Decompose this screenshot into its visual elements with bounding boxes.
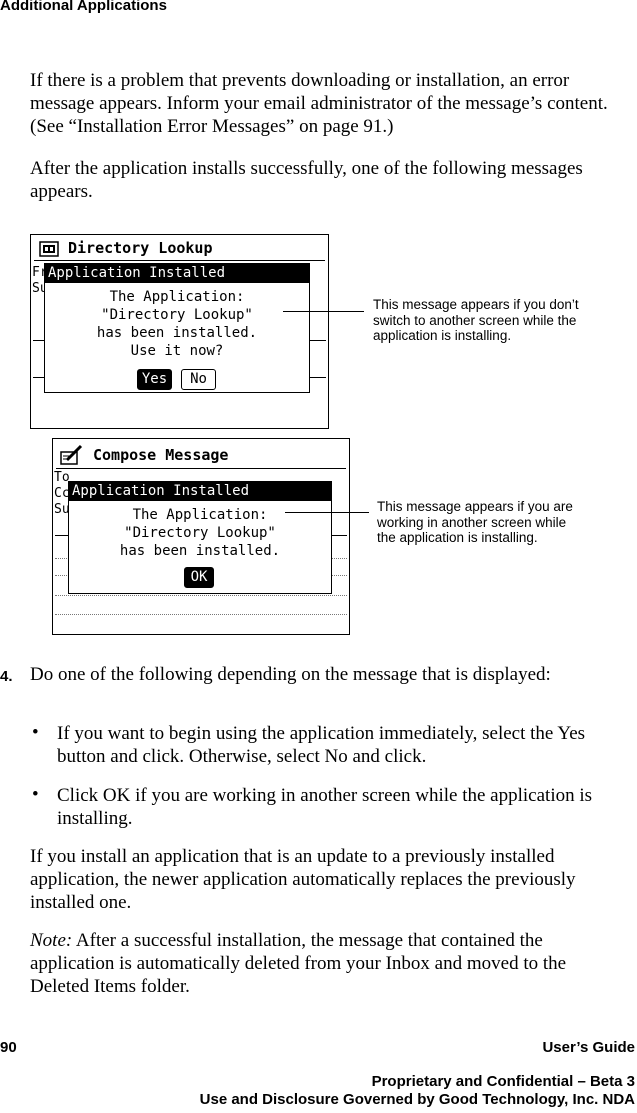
note-paragraph: Note: After a successful installation, t… xyxy=(30,929,620,998)
application-installed-dialog: Application Installed The Application: "… xyxy=(68,481,332,594)
side-label-cc: Cc xyxy=(54,486,70,501)
paragraph-update: If you install an application that is an… xyxy=(30,846,576,913)
paragraph-success-info: After the application installs successfu… xyxy=(30,158,583,202)
dialog-title: Application Installed xyxy=(69,482,331,501)
callout-leader-line xyxy=(285,512,369,513)
dialog-message-line: has been installed. xyxy=(96,325,258,341)
yes-button[interactable]: Yes xyxy=(137,369,172,390)
caption-line: This message appears if you don’t xyxy=(373,297,579,312)
bullet-item: If you want to begin using the applicati… xyxy=(57,723,586,767)
caption-line: working in another screen while xyxy=(377,514,567,530)
caption-line: switch to another screen while the xyxy=(373,312,577,328)
dotted-line xyxy=(55,614,347,615)
directory-lookup-screen: Directory Lookup Fr Su Application Insta… xyxy=(30,234,329,429)
application-installed-dialog: Application Installed The Application: "… xyxy=(44,263,310,393)
confidential-notice: Proprietary and Confidential – Beta 3 xyxy=(371,1073,635,1090)
bullet-item: Click OK if you are working in another s… xyxy=(57,785,593,829)
dialog-message-line: "Directory Lookup" xyxy=(101,307,253,323)
dialog-message: The Application: "Directory Lookup" has … xyxy=(69,506,331,560)
step-text: Do one of the following depending on the… xyxy=(30,664,551,685)
bullet-symbol: • xyxy=(32,722,39,743)
screen-title-bar: Compose Message xyxy=(56,442,346,469)
directory-book-icon xyxy=(39,241,59,257)
dialog-message-line: The Application: xyxy=(109,289,245,305)
bullet-symbol: • xyxy=(32,784,39,805)
dotted-line xyxy=(55,595,347,596)
compose-message-screen: Compose Message To Cc Su Application Ins… xyxy=(52,438,350,635)
dialog-message: The Application: "Directory Lookup" has … xyxy=(45,288,309,360)
no-button[interactable]: No xyxy=(181,369,216,390)
callout-leader-line xyxy=(283,311,364,312)
dialog-message-line: has been installed. xyxy=(119,543,281,559)
side-label-subject: Su xyxy=(54,502,70,517)
pencil-paper-icon xyxy=(60,444,83,465)
dialog-message-line: Use it now? xyxy=(130,343,224,359)
dialog-title: Application Installed xyxy=(45,264,309,283)
side-label-from: Fr xyxy=(32,265,48,280)
screen-title: Compose Message xyxy=(93,446,229,464)
side-label-subject: Su xyxy=(32,281,48,296)
caption-no-switch: This message appears if you don’t switch… xyxy=(373,297,579,344)
page-number: 90 xyxy=(0,1039,17,1056)
dialog-message-line: "Directory Lookup" xyxy=(124,525,276,541)
screen-title-bar: Directory Lookup xyxy=(34,238,325,261)
disclosure-notice: Use and Disclosure Governed by Good Tech… xyxy=(199,1091,635,1108)
side-label-to: To xyxy=(54,470,70,485)
note-text: After a successful installation, the mes… xyxy=(30,930,567,997)
guide-title: User’s Guide xyxy=(542,1039,635,1056)
note-label: Note: xyxy=(30,930,73,951)
caption-line: the application is installing. xyxy=(377,530,538,545)
caption-other-screen: This message appears if you are working … xyxy=(377,499,573,546)
dialog-message-line: The Application: xyxy=(132,507,268,523)
section-header: Additional Applications xyxy=(0,0,167,14)
screen-title: Directory Lookup xyxy=(68,239,213,257)
ok-button[interactable]: OK xyxy=(184,567,214,588)
caption-line: This message appears if you are xyxy=(377,499,573,514)
caption-line: application is installing. xyxy=(373,328,512,343)
paragraph-error-info: If there is a problem that prevents down… xyxy=(30,70,608,137)
step-number: 4. xyxy=(0,668,13,685)
